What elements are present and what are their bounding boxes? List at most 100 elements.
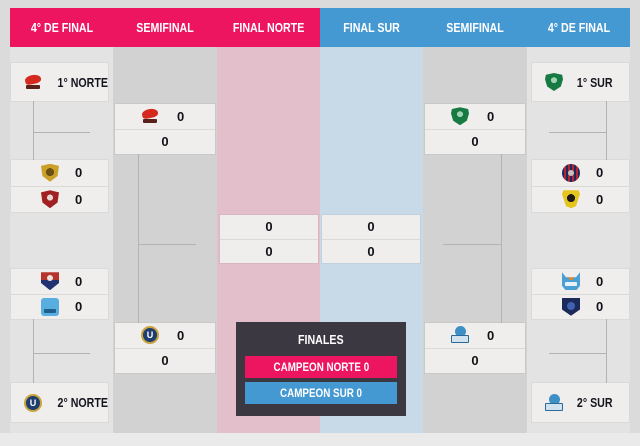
score: 0 [75,165,83,181]
score: 0 [596,165,604,181]
finales-box: FINALES CAMPEON NORTE 0 CAMPEON SUR 0 [236,322,406,416]
final-norte-matchup: 0 0 [220,215,318,263]
norte-sf2-matchup: 0 0 [115,323,215,373]
header-label: SEMIFINAL [446,20,504,35]
match-row: 0 [532,293,629,320]
score: 0 [487,327,495,343]
header-label: SEMIFINAL [136,20,194,35]
bracket-connector [33,101,34,160]
sur-qf1-matchup: 0 0 [532,160,629,212]
header-label: 4° DE FINAL [547,20,610,35]
bracket-connector [33,353,90,354]
seed-label: 2° SUR [576,395,613,410]
lightblue-horns-logo-icon [562,272,580,291]
score: 0 [161,134,169,150]
finales-title: FINALES [298,332,344,347]
bracket-connector [33,319,34,383]
match-row: 0 [322,215,420,239]
bracket-connector [606,101,607,160]
bracket-connector [606,319,607,383]
seed-label: 2° NORTE [57,395,109,410]
sur-seed1-box: 1° SUR [532,63,629,101]
header-label: FINAL NORTE [232,20,305,35]
norte-qf1-matchup: 0 0 [11,160,108,212]
norte-qf2-matchup: 0 0 [11,269,108,319]
bracket-connector [549,353,606,354]
red-bird-logo-icon [24,73,42,91]
green-shield-logo-icon [545,73,563,91]
score: 0 [265,219,273,235]
score: 0 [75,273,83,289]
match-row: 0 [115,104,215,129]
match-row: 0 [220,215,318,239]
score: 0 [177,108,185,124]
campeon-sur-label: CAMPEON SUR 0 [279,386,362,400]
score: 0 [596,299,604,315]
red-bird-logo-icon [141,107,159,125]
header-cell-4definal-norte: 4° DE FINAL [10,8,113,47]
campeon-sur-bar: CAMPEON SUR 0 [245,382,397,404]
header-cell-semifinal-norte: SEMIFINAL [113,8,217,47]
score: 0 [596,191,604,207]
header-cell-semifinal-sur: SEMIFINAL [423,8,527,47]
sur-qf2-matchup: 0 0 [532,269,629,319]
navy-lion-shield-logo-icon [562,297,580,316]
bracket-connector [33,132,90,133]
u-circle-logo-icon [24,393,42,412]
sur-sf2-matchup: 0 0 [425,323,525,373]
sur-sf1-matchup: 0 0 [425,104,525,154]
score: 0 [75,299,83,315]
score: 0 [596,273,604,289]
column-bg-qf-sur [527,47,630,433]
seed-label: 1° SUR [576,74,613,90]
header-label: FINAL SUR [343,20,400,35]
norte-sf1-matchup: 0 0 [115,104,215,154]
campeon-norte-bar: CAMPEON NORTE 0 [245,356,397,378]
match-row: 0 [11,269,108,294]
match-row: 0 [115,128,215,155]
score: 0 [367,219,375,235]
norte-seed2-box: 2° NORTE [11,383,108,422]
match-row: 0 [322,238,420,264]
match-row: 0 [425,128,525,155]
lightblue-banner-logo-icon [451,326,469,344]
match-row: 0 [11,160,108,186]
sur-seed2-box: 2° SUR [532,383,629,422]
match-row: 0 [532,160,629,186]
header-cell-final-norte: FINAL NORTE [217,8,320,47]
match-row: 0 [425,347,525,374]
match-row: 0 [11,293,108,320]
bracket-connector [549,132,606,133]
match-row: 0 [532,185,629,213]
gold-shield-logo-icon [41,163,59,182]
match-row: 0 [425,323,525,348]
bracket-connector [443,244,501,245]
column-bg-qf-norte [10,47,113,433]
match-row: 0 [115,347,215,374]
score: 0 [177,327,185,343]
header-cell-4definal-sur: 4° DE FINAL [527,8,630,47]
u-circle-logo-icon [141,326,159,345]
match-row: 0 [115,323,215,348]
yellow-black-shield-logo-icon [562,190,580,209]
match-row: 0 [11,185,108,213]
header-label: 4° DE FINAL [30,20,93,35]
green-shield-logo-icon [451,107,469,126]
campeon-norte-label: CAMPEON NORTE 0 [273,360,369,374]
score: 0 [265,243,273,259]
score: 0 [75,191,83,207]
match-row: 0 [220,238,318,264]
red-navy-shield-logo-icon [41,272,59,291]
score: 0 [161,353,169,369]
lightblue-mascot-logo-icon [41,297,59,316]
match-row: 0 [532,269,629,294]
bottom-strip [0,433,640,446]
score: 0 [471,134,479,150]
match-row: 0 [425,104,525,129]
score: 0 [487,108,495,124]
score: 0 [367,243,375,259]
red-eagle-logo-icon [41,190,59,209]
bracket-connector [501,154,502,323]
header-cell-final-sur: FINAL SUR [320,8,423,47]
seed-label: 1° NORTE [57,74,109,90]
